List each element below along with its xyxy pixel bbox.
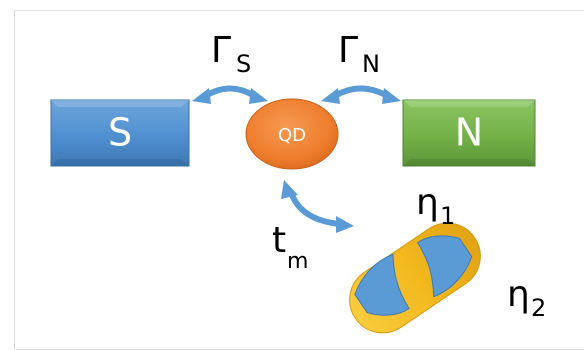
superconductor-label: S — [108, 111, 132, 155]
coupling-arrow-gamma-n — [321, 85, 401, 104]
frame-left-border — [14, 10, 15, 350]
coupling-arrow-gamma-s — [192, 85, 268, 104]
gamma-n-subscript: N — [362, 50, 380, 78]
majorana-nanowire — [349, 222, 481, 334]
t-m-subscript: m — [287, 249, 308, 274]
gamma-n-symbol: Γ — [338, 30, 358, 71]
eta2-symbol: η — [507, 274, 530, 315]
t-m-symbol: t — [272, 220, 286, 261]
coupling-arrow-t-m — [281, 180, 354, 233]
normal-lead-box: N — [402, 99, 536, 167]
quantum-dot-label: QD — [278, 125, 306, 146]
eta1-subscript: 1 — [440, 202, 455, 230]
superconductor-box: S — [50, 99, 190, 167]
gamma-s-symbol: Γ — [211, 30, 231, 71]
majorana-mode-eta1 — [354, 253, 410, 316]
gamma-s-subscript: S — [236, 50, 251, 78]
frame-top-border — [14, 10, 584, 11]
majorana-mode-eta2 — [416, 235, 473, 298]
normal-lead-label: N — [455, 111, 483, 155]
eta1-symbol: η — [416, 182, 439, 223]
eta2-subscript: 2 — [531, 294, 546, 322]
quantum-dot: QD — [245, 98, 339, 170]
